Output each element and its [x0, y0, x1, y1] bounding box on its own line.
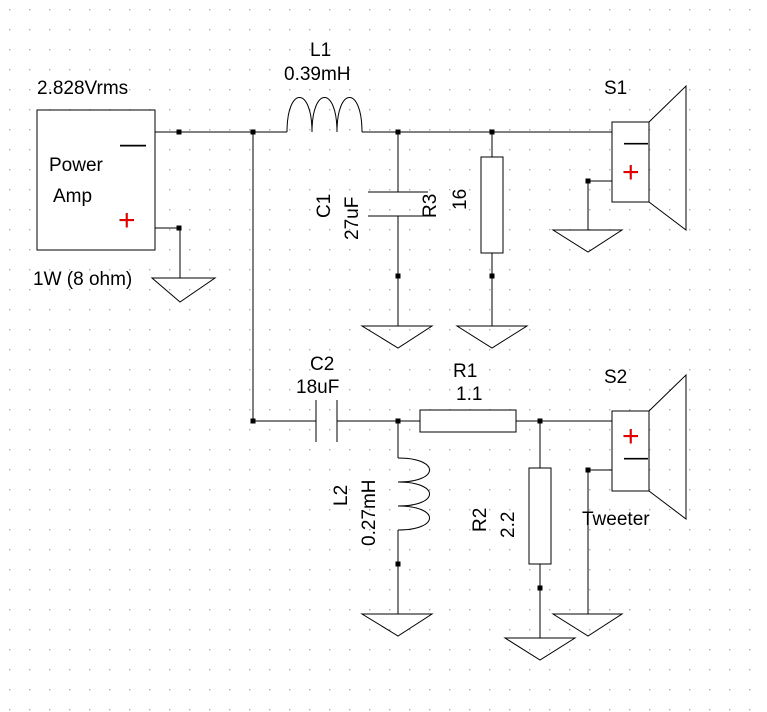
amp-voltage-label: 2.828Vrms: [37, 78, 128, 99]
l2-value-label: 0.27mH: [359, 479, 380, 546]
l1-value-label: 0.39mH: [284, 64, 351, 85]
power-amp-box[interactable]: [36, 109, 156, 251]
s1-negative-sign: —: [624, 129, 648, 156]
r2-value-label: 2.2: [498, 512, 519, 538]
speaker-s1-cone: [648, 84, 687, 232]
ground-symbol: [551, 229, 624, 253]
c2-ref-label: C2: [310, 354, 334, 375]
r1-ref-label: R1: [453, 361, 477, 382]
speaker-s1-body[interactable]: [611, 121, 650, 203]
ground-symbol: [503, 637, 577, 661]
amp-name-line1: Power: [49, 155, 104, 176]
junction-dots: [176, 129, 591, 591]
resistor-r3[interactable]: [480, 156, 504, 254]
amp-power-label: 1W (8 ohm): [33, 269, 132, 290]
c1-ref-label: C1: [314, 194, 335, 218]
r3-ref-label: R3: [420, 194, 441, 218]
resistor-r1[interactable]: [419, 409, 517, 433]
inductor-l1[interactable]: [286, 97, 363, 133]
amp-negative-sign: —: [120, 128, 146, 158]
l2-ref-label: L2: [331, 485, 352, 506]
inductor-l2[interactable]: [397, 457, 430, 531]
s2-tweeter-label: Tweeter: [582, 509, 650, 530]
c2-value-label: 18uF: [296, 377, 339, 398]
ground-symbol: [360, 613, 434, 637]
ground-symbol: [150, 277, 217, 303]
speaker-s2-cone: [648, 373, 687, 521]
s2-negative-sign: —: [624, 444, 648, 471]
speaker-s2-body[interactable]: [611, 410, 650, 492]
resistor-r2[interactable]: [528, 467, 552, 565]
s1-ref-label: S1: [604, 78, 627, 99]
ground-symbol: [455, 325, 529, 349]
amp-positive-sign: +: [118, 204, 136, 237]
s2-ref-label: S2: [604, 367, 627, 388]
s1-positive-sign: +: [622, 156, 640, 189]
ground-symbol: [551, 613, 624, 637]
l1-ref-label: L1: [310, 40, 331, 61]
amp-name-line2: Amp: [53, 186, 92, 207]
s2-positive-sign: +: [622, 420, 640, 453]
c1-value-label: 27uF: [342, 197, 363, 240]
r1-value-label: 1.1: [456, 384, 482, 405]
ground-symbol: [360, 325, 434, 349]
r2-ref-label: R2: [470, 508, 491, 532]
r3-value-label: 16: [450, 189, 471, 210]
